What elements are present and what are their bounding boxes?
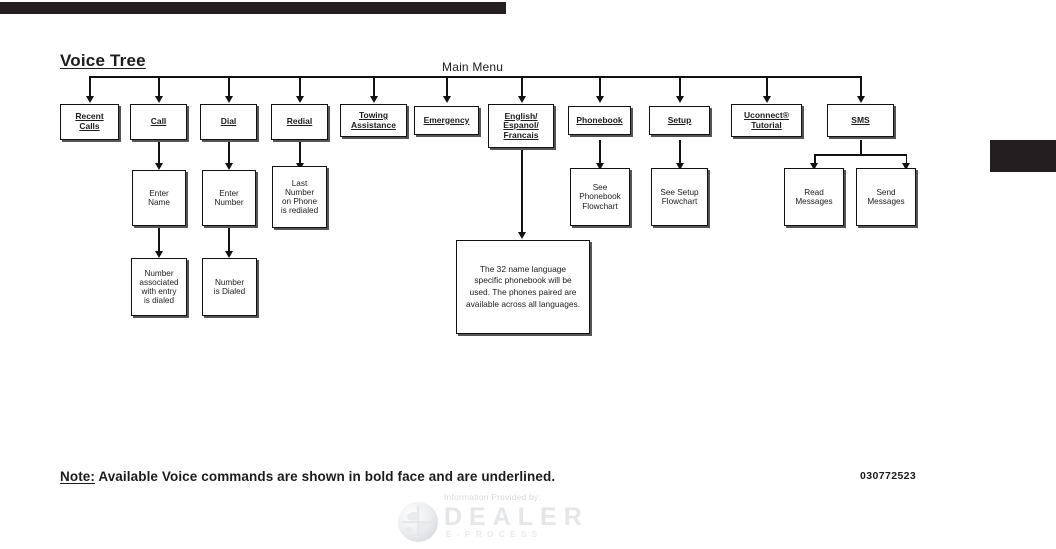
arrow-number-dialed <box>224 251 233 258</box>
watermark-brand: DEALER <box>444 503 589 531</box>
arrow-language <box>517 96 526 103</box>
arrow-call <box>154 96 163 103</box>
sms-split-bus <box>814 154 907 156</box>
node-see-phonebook-flowchart-label: See Phonebook Flowchart <box>579 183 621 211</box>
node-language[interactable]: English/ Espanol/ Francais <box>488 104 554 148</box>
node-enter-number[interactable]: Enter Number <box>202 170 256 226</box>
node-last-number-redialed[interactable]: Last Number on Phone is redialed <box>272 166 327 228</box>
node-enter-name-label: Enter Name <box>148 188 170 207</box>
node-recent-calls-label: Recent Calls <box>75 111 104 131</box>
link-redial-last-number <box>299 140 301 164</box>
arrow-towing <box>369 96 378 103</box>
drop-setup <box>679 76 681 96</box>
node-language-note[interactable]: The 32 name language specific phonebook … <box>456 240 590 334</box>
main-bus-line <box>90 76 861 78</box>
node-recent-calls[interactable]: Recent Calls <box>60 104 119 140</box>
node-language-note-label: The 32 name language specific phonebook … <box>465 263 581 309</box>
node-see-setup-flowchart-label: See Setup Flowchart <box>660 187 699 206</box>
link-sms-read <box>814 154 816 164</box>
page-title: Voice Tree <box>60 51 146 70</box>
node-emergency[interactable]: Emergency <box>414 106 479 135</box>
arrow-enter-number <box>224 163 233 170</box>
drop-dial <box>228 76 230 96</box>
arrow-uconnect <box>762 96 771 103</box>
node-number-associated[interactable]: Number associated with entry is dialed <box>131 258 187 316</box>
node-read-messages-label: Read Messages <box>795 187 833 206</box>
drop-call <box>158 76 160 96</box>
node-language-label: English/ Espanol/ Francais <box>503 110 539 140</box>
node-towing-assistance-label: Towing Assistance <box>351 109 396 130</box>
node-towing-assistance[interactable]: Towing Assistance <box>340 104 407 137</box>
link-enternumber-numberdialed <box>228 228 230 252</box>
part-number: 030772523 <box>860 470 917 482</box>
node-see-phonebook-flowchart[interactable]: See Phonebook Flowchart <box>570 168 630 226</box>
node-redial[interactable]: Redial <box>271 104 328 140</box>
node-uconnect-tutorial[interactable]: Uconnect® Tutorial <box>731 104 802 137</box>
arrow-see-setup <box>675 163 684 170</box>
arrow-emergency <box>442 96 451 103</box>
node-emergency-label: Emergency <box>423 114 470 125</box>
arrow-phonebook <box>595 96 604 103</box>
arrow-enter-name <box>154 163 163 170</box>
drop-emergency <box>446 76 448 96</box>
watermark-provided-by: Information Provided by: <box>444 492 541 502</box>
globe-icon <box>398 502 438 542</box>
node-see-setup-flowchart[interactable]: See Setup Flowchart <box>651 168 708 226</box>
top-black-bar <box>0 2 506 14</box>
arrow-send-messages <box>901 163 910 170</box>
footer-note: Note: Available Voice commands are shown… <box>60 469 555 484</box>
link-entername-numberassoc <box>158 228 160 252</box>
node-setup-label: Setup <box>667 114 692 125</box>
drop-phonebook <box>599 76 601 96</box>
node-dial[interactable]: Dial <box>200 104 257 140</box>
arrow-redial <box>295 96 304 103</box>
node-phonebook-label: Phonebook <box>576 114 623 125</box>
node-enter-name[interactable]: Enter Name <box>132 170 186 226</box>
node-dial-label: Dial <box>220 116 237 127</box>
link-call-enter-name <box>158 140 160 164</box>
arrow-see-phonebook <box>595 163 604 170</box>
node-phonebook[interactable]: Phonebook <box>568 106 631 135</box>
watermark-sub-brand: E-PROCESS <box>446 530 543 539</box>
link-language-note <box>521 148 523 233</box>
node-number-is-dialed[interactable]: Number is Dialed <box>202 258 257 316</box>
link-dial-enter-number <box>228 140 230 164</box>
arrow-number-assoc <box>154 251 163 258</box>
footer-note-text: Available Voice commands are shown in bo… <box>95 469 556 484</box>
node-uconnect-tutorial-label: Uconnect® Tutorial <box>744 109 789 130</box>
drop-language <box>521 76 523 96</box>
node-redial-label: Redial <box>286 116 313 127</box>
node-number-associated-label: Number associated with entry is dialed <box>139 268 179 306</box>
main-menu-label: Main Menu <box>442 60 504 74</box>
drop-uconnect <box>766 76 768 96</box>
page-edge-tab <box>990 140 1056 172</box>
drop-towing <box>373 76 375 96</box>
node-number-is-dialed-label: Number is Dialed <box>213 277 246 296</box>
node-setup[interactable]: Setup <box>649 106 710 135</box>
node-last-number-redialed-label: Last Number on Phone is redialed <box>280 178 319 216</box>
node-enter-number-label: Enter Number <box>214 188 244 207</box>
drop-redial <box>299 76 301 96</box>
node-sms-label: SMS <box>851 114 870 125</box>
watermark: Information Provided by: DEALER E-PROCES… <box>398 492 658 544</box>
footer-note-lead: Note: <box>60 469 95 484</box>
link-sms-stem <box>860 140 862 154</box>
link-sms-send <box>905 154 908 164</box>
arrow-dial <box>224 96 233 103</box>
node-read-messages[interactable]: Read Messages <box>784 168 844 226</box>
drop-recent-calls <box>89 76 91 96</box>
arrow-recent-calls <box>85 96 94 103</box>
node-call-label: Call <box>150 116 167 127</box>
node-send-messages-label: Send Messages <box>867 187 905 206</box>
arrow-setup <box>675 96 684 103</box>
link-phonebook-flowchart <box>599 140 601 164</box>
link-setup-flowchart <box>679 140 681 164</box>
arrow-language-note <box>517 232 526 239</box>
node-sms[interactable]: SMS <box>827 104 894 137</box>
node-send-messages[interactable]: Send Messages <box>856 168 916 226</box>
drop-sms <box>860 76 862 96</box>
arrow-read-messages <box>810 163 819 170</box>
node-call[interactable]: Call <box>130 104 187 140</box>
arrow-sms <box>856 96 865 103</box>
